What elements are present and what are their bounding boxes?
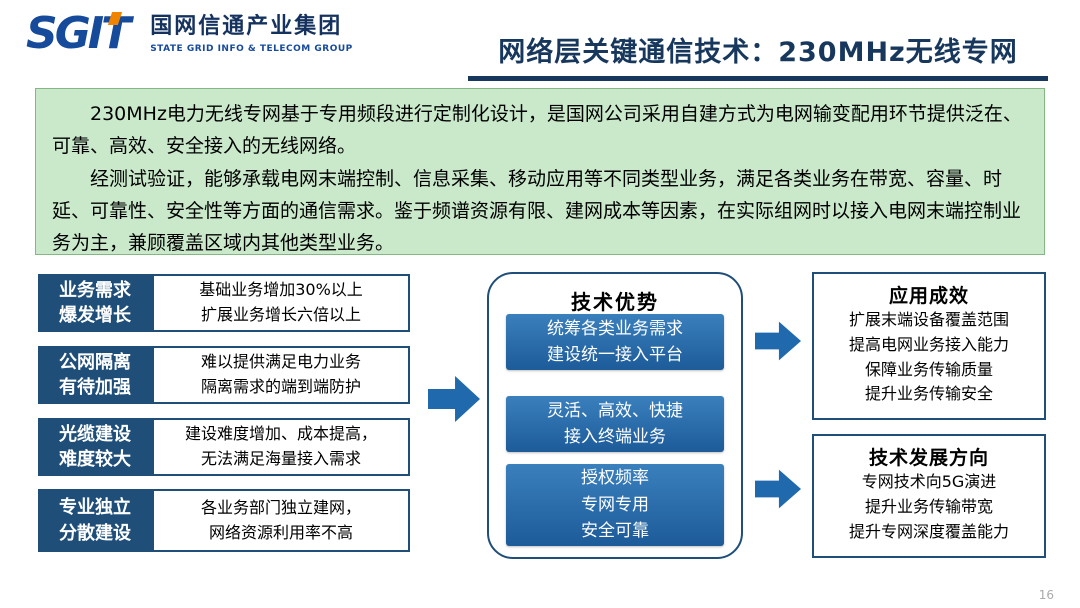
challenge-row-isolation: 公网隔离 有待加强 难以提供满足电力业务 隔离需求的端到端防护 xyxy=(38,346,410,404)
advantage-item-line: 统筹各类业务需求 xyxy=(547,318,683,339)
outcome-line: 专网技术向5G演进 xyxy=(861,472,997,491)
challenge-label-line: 光缆建设 xyxy=(59,423,131,445)
title-underline xyxy=(468,76,1048,81)
advantage-item-line: 安全可靠 xyxy=(581,521,649,542)
challenge-row-separate: 专业独立 分散建设 各业务部门独立建网， 网络资源利用率不高 xyxy=(38,489,410,552)
challenge-desc-line: 基础业务增加30%以上 xyxy=(199,280,363,300)
intro-paragraph-1: 230MHz电力无线专网基于专用频段进行定制化设计，是国网公司采用自建方式为电网… xyxy=(52,103,1022,158)
advantages-title: 技术优势 xyxy=(571,290,659,314)
slide-title: 网络层关键通信技术：230MHz无线专网 xyxy=(498,37,1018,68)
page-number: 16 xyxy=(1038,588,1054,602)
intro-paragraph-2: 经测试验证，能够承载电网末端控制、信息采集、移动应用等不同类型业务，满足各类业务… xyxy=(52,167,1022,255)
outcome-title: 技术发展方向 xyxy=(868,447,989,469)
challenge-label-line: 分散建设 xyxy=(59,522,131,544)
challenge-desc-line: 隔离需求的端到端防护 xyxy=(200,377,361,396)
challenge-desc-line: 无法满足海量接入需求 xyxy=(200,449,361,468)
challenge-row-demand: 业务需求 爆发增长 基础业务增加30%以上 扩展业务增长六倍以上 xyxy=(38,274,410,332)
advantage-item-line: 专网专用 xyxy=(581,494,649,515)
tech-direction-panel: 技术发展方向 专网技术向5G演进 提升业务传输带宽 提升专网深度覆盖能力 xyxy=(812,434,1046,558)
outcome-line: 扩展末端设备覆盖范围 xyxy=(848,310,1009,329)
challenge-desc-line: 难以提供满足电力业务 xyxy=(200,352,361,372)
challenge-desc-line: 扩展业务增长六倍以上 xyxy=(200,305,361,324)
title-area: 网络层关键通信技术：230MHz无线专网 xyxy=(468,30,1048,81)
challenge-label: 光缆建设 难度较大 xyxy=(38,418,152,476)
outcome-line: 提升业务传输安全 xyxy=(864,384,993,404)
challenge-label: 专业独立 分散建设 xyxy=(38,489,152,552)
challenge-label: 业务需求 爆发增长 xyxy=(38,274,152,332)
advantage-item-line: 接入终端业务 xyxy=(564,427,666,447)
challenge-desc: 建设难度增加、成本提高， 无法满足海量接入需求 xyxy=(152,418,410,476)
advantage-item: 授权频率 专网专用 安全可靠 xyxy=(506,464,724,546)
company-name-cn: 国网信通产业集团 xyxy=(150,14,343,40)
challenge-label-line: 爆发增长 xyxy=(59,305,131,326)
logo-area: SGIT 国网信通产业集团 STATE GRID INFO & TELECOM … xyxy=(26,12,353,56)
intro-text-box: 230MHz电力无线专网基于专用频段进行定制化设计，是国网公司采用自建方式为电网… xyxy=(35,88,1045,255)
challenge-label: 公网隔离 有待加强 xyxy=(38,346,152,404)
challenge-desc-line: 网络资源利用率不高 xyxy=(208,522,353,542)
challenge-label-line: 难度较大 xyxy=(59,449,131,470)
outcome-line: 保障业务传输质量 xyxy=(864,359,993,379)
advantage-item-line: 授权频率 xyxy=(581,468,649,489)
sgit-logo: SGIT xyxy=(26,12,138,56)
flow-arrow-icon xyxy=(755,321,801,361)
outcome-title: 应用成效 xyxy=(888,285,969,307)
challenge-label-line: 有待加强 xyxy=(59,377,131,398)
outcome-line: 提升专网深度覆盖能力 xyxy=(848,521,1009,541)
flow-arrow-icon xyxy=(755,469,801,509)
flow-arrow-icon xyxy=(428,376,480,422)
challenge-desc: 各业务部门独立建网， 网络资源利用率不高 xyxy=(152,489,410,552)
challenge-desc: 基础业务增加30%以上 扩展业务增长六倍以上 xyxy=(152,274,410,332)
advantages-panel: 技术优势 统筹各类业务需求 建设统一接入平台 灵活、高效、快捷 接入终端业务 授… xyxy=(487,272,743,559)
challenge-label-line: 公网隔离 xyxy=(59,351,131,373)
company-name-en: STATE GRID INFO & TELECOM GROUP xyxy=(150,43,353,54)
advantage-item: 统筹各类业务需求 建设统一接入平台 xyxy=(506,314,724,370)
challenge-desc-line: 建设难度增加、成本提高， xyxy=(184,424,377,444)
challenge-label-line: 业务需求 xyxy=(59,279,131,301)
challenge-row-fiber: 光缆建设 难度较大 建设难度增加、成本提高， 无法满足海量接入需求 xyxy=(38,418,410,476)
advantage-item-line: 建设统一接入平台 xyxy=(547,345,683,365)
outcome-line: 提高电网业务接入能力 xyxy=(848,334,1009,354)
application-results-panel: 应用成效 扩展末端设备覆盖范围 提高电网业务接入能力 保障业务传输质量 提升业务… xyxy=(812,272,1046,420)
challenge-desc-line: 各业务部门独立建网， xyxy=(200,497,361,517)
advantage-item: 灵活、高效、快捷 接入终端业务 xyxy=(506,396,724,452)
challenge-desc: 难以提供满足电力业务 隔离需求的端到端防护 xyxy=(152,346,410,404)
outcome-line: 提升业务传输带宽 xyxy=(864,496,993,516)
company-name-block: 国网信通产业集团 STATE GRID INFO & TELECOM GROUP xyxy=(150,14,353,53)
challenge-label-line: 专业独立 xyxy=(59,497,131,519)
advantage-item-line: 灵活、高效、快捷 xyxy=(547,400,683,421)
